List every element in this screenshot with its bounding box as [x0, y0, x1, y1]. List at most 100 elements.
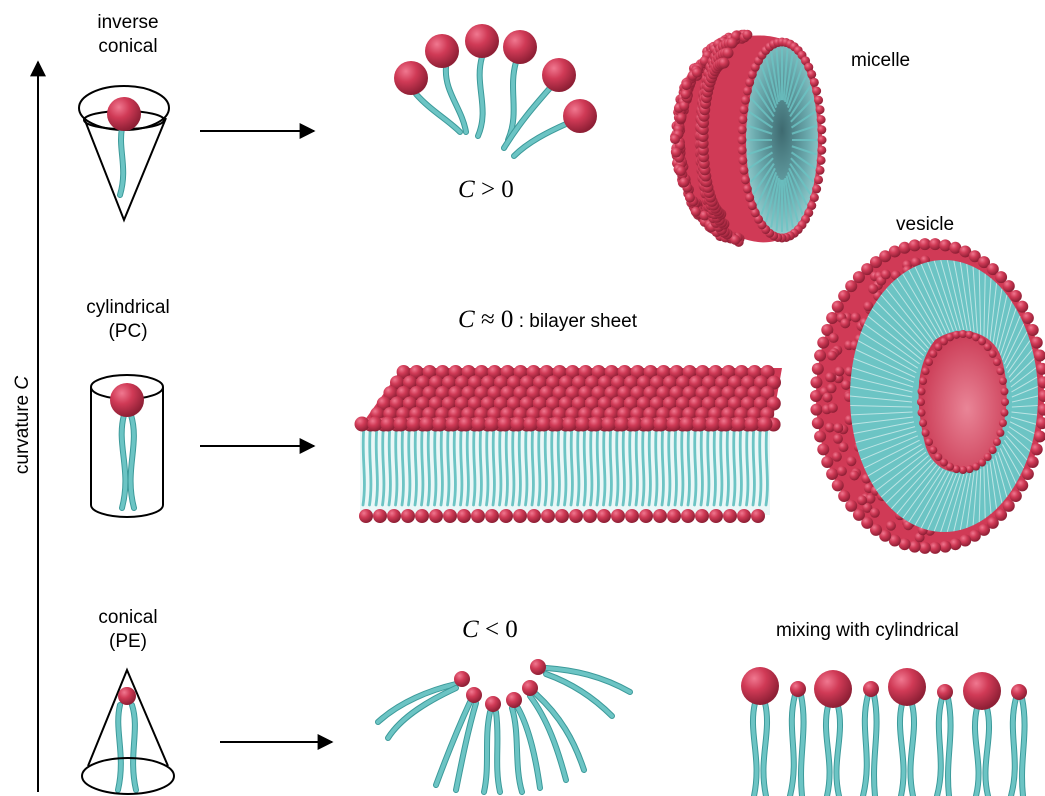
lipid-head	[359, 509, 373, 523]
lipid-head	[825, 422, 835, 432]
bilayer-tail	[448, 426, 449, 505]
lipid-head	[563, 417, 578, 432]
lipid-head	[810, 404, 822, 416]
lipid-head	[818, 136, 827, 145]
bilayer-tail	[402, 426, 403, 505]
lipid-head	[999, 419, 1007, 427]
lipid-head	[676, 166, 686, 176]
lipid-head	[1011, 684, 1027, 700]
lipid-head	[420, 417, 435, 432]
lipid-head	[817, 337, 829, 349]
lipid-head	[524, 417, 539, 432]
lipid-head	[817, 146, 826, 155]
lipid-head	[919, 377, 927, 385]
lipid-head	[555, 509, 569, 523]
lipid-head	[829, 333, 839, 343]
bilayer-tail	[513, 426, 514, 505]
lipid-head	[485, 696, 501, 712]
lipid-head	[821, 456, 833, 468]
lipid-head	[706, 417, 721, 432]
bilayer-tail	[519, 426, 520, 505]
lipid-head	[909, 239, 921, 251]
bilayer-tail	[630, 426, 631, 505]
lipid-head	[919, 419, 927, 427]
lipid-head	[741, 667, 779, 705]
lipid-head	[394, 417, 409, 432]
lipid-head	[429, 509, 443, 523]
lipid-head	[471, 509, 485, 523]
lipid-head	[692, 68, 702, 78]
bilayer-tail	[688, 426, 689, 505]
bilayer-tail	[578, 426, 579, 505]
lipid-head	[576, 417, 591, 432]
lipid-head	[1031, 443, 1043, 455]
lipid-head	[742, 30, 752, 40]
lipid-head	[1022, 468, 1034, 480]
lipid-head	[628, 417, 643, 432]
bilayer-tail	[708, 426, 709, 505]
bilayer-tail	[500, 426, 501, 505]
lipid-head	[810, 193, 819, 202]
lipid-head	[817, 125, 826, 134]
lipid-head	[676, 113, 686, 123]
bilayer-tail	[467, 426, 468, 505]
bilayer-tail	[617, 426, 618, 505]
lipid-head	[511, 417, 526, 432]
lipid-head	[929, 542, 941, 554]
lipid-head	[415, 509, 429, 523]
bilayer-tail	[435, 426, 436, 505]
bilayer-tail	[610, 426, 611, 505]
lipid-head	[918, 387, 926, 395]
bilayer-tail	[441, 426, 442, 505]
lipid-head	[615, 417, 630, 432]
lipid-head	[499, 509, 513, 523]
bilayer-tail	[721, 426, 722, 505]
bilayer-tail	[376, 426, 377, 505]
lipid-head	[934, 453, 942, 461]
lipid-head	[1010, 490, 1022, 502]
lipid-head	[654, 417, 669, 432]
lipid-head	[681, 80, 691, 90]
lipid-head	[503, 30, 537, 64]
lipid-head	[814, 175, 823, 184]
lipid-head	[851, 312, 861, 322]
vesicle-structure	[810, 238, 1045, 554]
lipid-head	[814, 96, 823, 105]
bilayer-tail	[383, 426, 384, 505]
lipid-head	[810, 78, 819, 87]
lipid-head	[394, 61, 428, 95]
lipid-head	[963, 672, 1001, 710]
lipid-head	[909, 541, 921, 553]
lipid-head	[695, 509, 709, 523]
bilayer-tail	[558, 426, 559, 505]
lipid-head	[738, 125, 747, 134]
lipid-head	[709, 509, 723, 523]
lipid-head	[457, 509, 471, 523]
mixed-lipid-row	[741, 667, 1027, 796]
lipid-head	[922, 367, 930, 375]
lipid-head	[996, 429, 1004, 437]
lipid-head	[743, 185, 752, 194]
bilayer-tail	[597, 426, 598, 505]
bilayer-tail	[493, 426, 494, 505]
lipid-head	[745, 78, 754, 87]
lipid-head	[810, 376, 822, 388]
lipid-head	[748, 201, 757, 210]
bilayer-tail	[415, 426, 416, 505]
lipid-head	[443, 509, 457, 523]
lipid-head	[719, 58, 730, 69]
lipid-head	[667, 417, 682, 432]
lipid-head	[812, 363, 824, 375]
bilayer-tail	[714, 426, 715, 505]
lipid-head	[817, 443, 829, 455]
lipid-head	[641, 417, 656, 432]
lipid-head	[602, 417, 617, 432]
lipid-head	[667, 509, 681, 523]
lipid-head	[832, 479, 844, 491]
lipid-head	[817, 156, 826, 165]
bilayer-tail	[740, 426, 741, 505]
bilayer-tail	[545, 426, 546, 505]
lipid-head	[425, 34, 459, 68]
lipid-head	[1016, 479, 1028, 491]
